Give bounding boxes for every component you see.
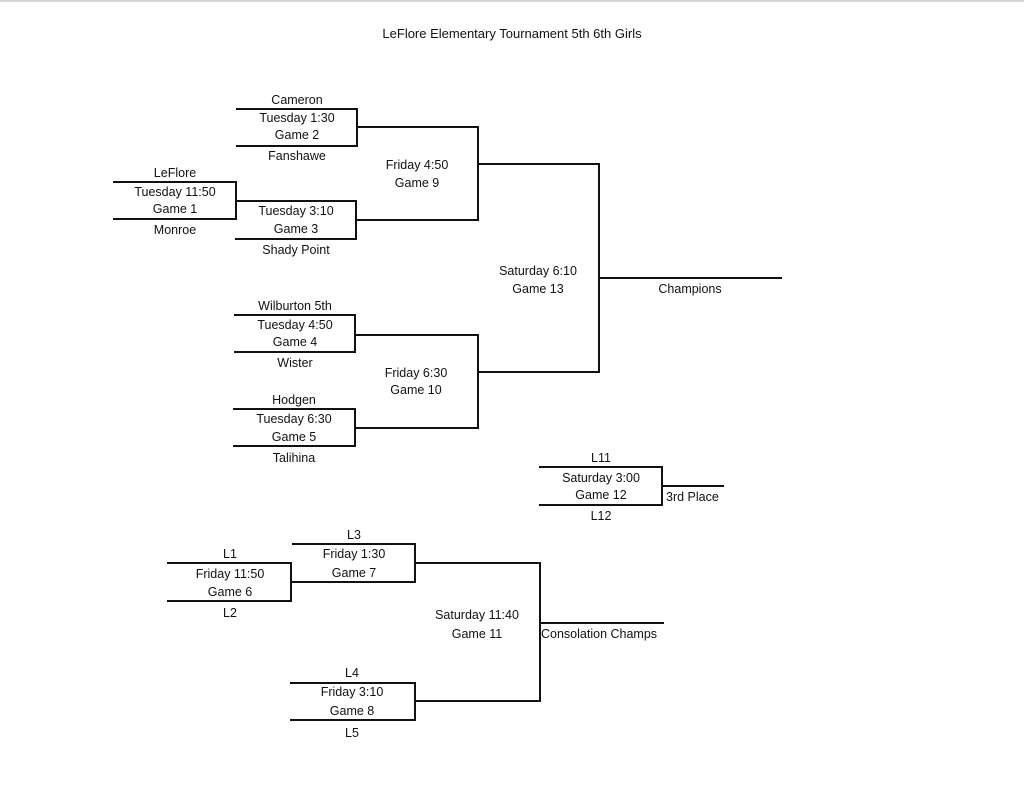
game4-label: Game 4 xyxy=(272,335,318,349)
game8-team-bottom: L5 xyxy=(345,726,359,740)
game10-label: Game 10 xyxy=(390,383,442,397)
game7-time: Friday 1:30 xyxy=(322,547,386,561)
game1-label: Game 1 xyxy=(152,202,198,216)
game5-label: Game 5 xyxy=(271,430,317,444)
game1-team-top: LeFlore xyxy=(153,166,197,180)
game1-time: Tuesday 11:50 xyxy=(134,185,216,199)
game7-team-top: L3 xyxy=(347,528,361,542)
game2-team-top: Cameron xyxy=(271,93,323,107)
game13-label: Game 13 xyxy=(512,282,564,296)
game5-time: Tuesday 6:30 xyxy=(256,412,332,426)
champions-label: Champions xyxy=(658,282,722,296)
game6-time: Friday 11:50 xyxy=(195,567,265,581)
game2-time: Tuesday 1:30 xyxy=(259,111,335,125)
game2-team-bottom: Fanshawe xyxy=(268,149,326,163)
game3-team-bottom: Shady Point xyxy=(262,243,330,257)
game1-team-bottom: Monroe xyxy=(153,223,197,237)
game13-time: Saturday 6:10 xyxy=(499,264,577,278)
game9-time: Friday 4:50 xyxy=(385,158,449,172)
game4-time: Tuesday 4:50 xyxy=(257,318,333,332)
game8-label: Game 8 xyxy=(329,704,375,718)
game3-time: Tuesday 3:10 xyxy=(258,204,334,218)
game10-bracket xyxy=(354,334,479,429)
consolation-label: Consolation Champs xyxy=(541,627,658,641)
game12-time: Saturday 3:00 xyxy=(562,471,640,485)
game5-team-bottom: Talihina xyxy=(272,451,316,465)
game13-bracket xyxy=(477,163,600,373)
game6-label: Game 6 xyxy=(207,585,253,599)
game11-time: Saturday 11:40 xyxy=(435,608,519,622)
game3-label: Game 3 xyxy=(273,222,319,236)
game2-label: Game 2 xyxy=(274,128,320,142)
game12-team-bottom: L12 xyxy=(590,509,612,523)
game9-bracket xyxy=(355,126,479,221)
game12-label: Game 12 xyxy=(575,488,627,502)
game8-team-top: L4 xyxy=(345,666,359,680)
game4-team-bottom: Wister xyxy=(277,356,313,370)
game7-label: Game 7 xyxy=(331,566,377,580)
game4-bracket xyxy=(234,314,356,353)
game12-team-top: L11 xyxy=(591,451,611,465)
game6-team-top: L1 xyxy=(223,547,237,561)
third-place-label: 3rd Place xyxy=(666,490,719,504)
game9-label: Game 9 xyxy=(394,176,440,190)
game11-bracket xyxy=(414,562,541,702)
game6-team-bottom: L2 xyxy=(223,606,237,620)
game8-time: Friday 3:10 xyxy=(320,685,384,699)
top-border xyxy=(0,0,1024,2)
game10-time: Friday 6:30 xyxy=(384,366,448,380)
page-title: LeFlore Elementary Tournament 5th 6th Gi… xyxy=(382,26,642,41)
game4-team-top: Wilburton 5th xyxy=(258,299,332,313)
game5-team-top: Hodgen xyxy=(272,393,316,407)
game11-label: Game 11 xyxy=(451,627,503,641)
